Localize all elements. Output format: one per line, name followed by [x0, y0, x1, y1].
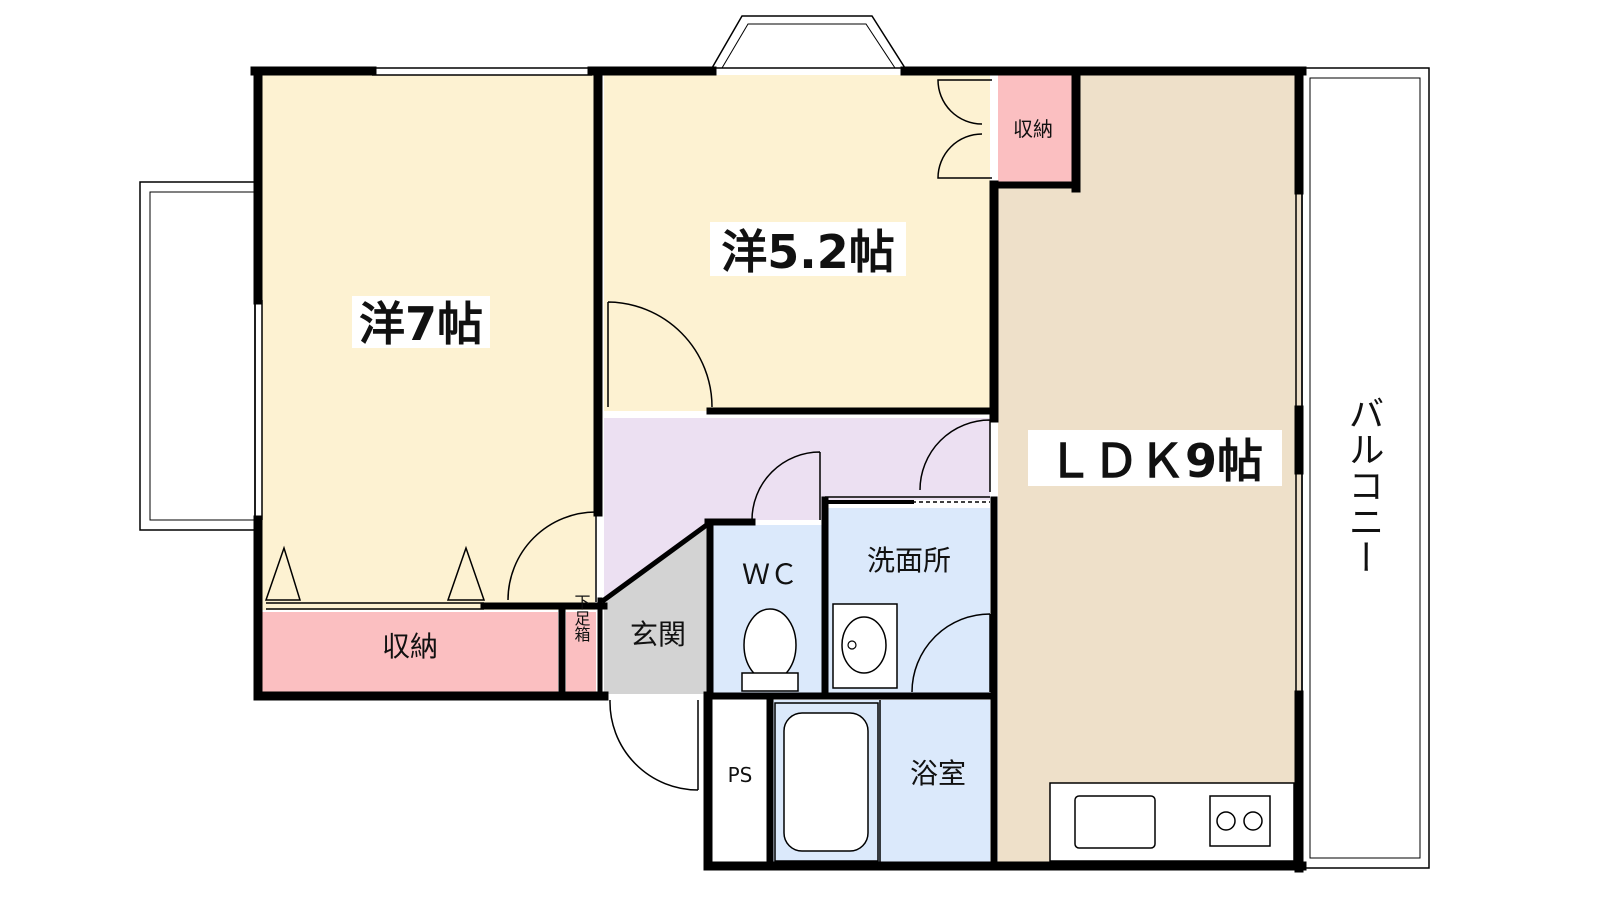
doors — [507, 79, 992, 791]
entrance — [604, 522, 708, 694]
label-ldk: ＬＤＫ9帖 — [1047, 434, 1263, 488]
washbasin — [832, 603, 898, 689]
label-storage-top: 収納 — [1013, 117, 1053, 141]
label-entrance: 玄関 — [630, 618, 686, 651]
label-washroom: 洗面所 — [867, 544, 951, 577]
closet-doors — [264, 496, 990, 610]
pipe-space — [712, 700, 767, 865]
shoe-box — [566, 612, 596, 692]
label-ps: PS — [728, 763, 753, 787]
hallway — [604, 418, 990, 600]
label-bathroom: 浴室 — [910, 757, 966, 790]
label-western-5-2: 洋5.2帖 — [721, 225, 895, 279]
storage-bottom — [262, 612, 558, 692]
label-balcony: バルコニー — [1343, 395, 1384, 575]
walls — [250, 66, 1307, 873]
label-western-7: 洋7帖 — [359, 297, 483, 351]
left-balcony — [139, 181, 256, 531]
storage-top — [998, 75, 1076, 185]
toilet — [741, 608, 799, 692]
bay-window — [710, 15, 907, 69]
bathtub — [774, 700, 881, 864]
label-wc: ＷＣ — [742, 558, 798, 591]
kitchen-counter — [1049, 782, 1295, 862]
right-balcony — [1301, 67, 1430, 869]
windows — [254, 67, 1303, 695]
label-shoe-box: 下足箱 — [572, 594, 591, 642]
label-storage-bottom: 収納 — [382, 630, 438, 663]
